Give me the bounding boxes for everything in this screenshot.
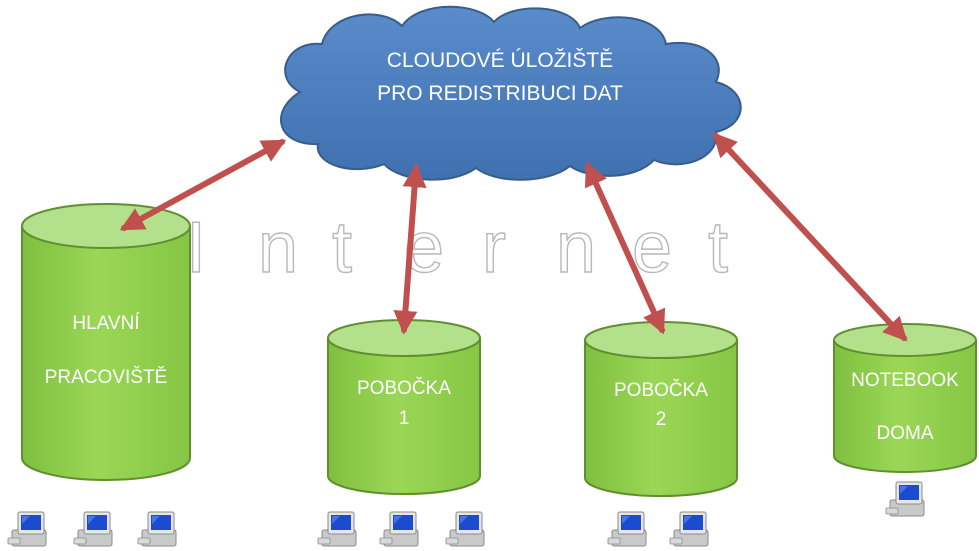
arrow-cloud-branch2 [584, 161, 666, 335]
branch2-label-line1: POBOČKA [614, 380, 708, 401]
computer-icon [379, 511, 419, 547]
cylinder-branch2 [584, 321, 738, 497]
cloud-label-line1: CLOUDOVÉ ÚLOŽIŠTĚ [386, 49, 614, 72]
watermark-letter: t [332, 208, 352, 288]
cylinder-main [21, 203, 191, 481]
cylinder-branch1 [327, 319, 481, 495]
main-label-line1: HLAVNÍ [72, 313, 140, 334]
notebook-label-line1: NOTEBOOK [851, 370, 959, 391]
watermark-letter: n [556, 208, 596, 288]
cloud-shape [280, 5, 742, 181]
computer-icon [607, 511, 647, 547]
computer-icon [317, 511, 357, 547]
cloud-label-line2: PRO REDISTRIBUCI DAT [377, 82, 623, 105]
arrow-cloud-notebook [712, 132, 908, 342]
watermark-letter: t [708, 208, 728, 288]
watermark-letter: n [258, 208, 298, 288]
main-label-line2: PRACOVIŠTĚ [44, 367, 168, 388]
connection-arrows [119, 132, 908, 342]
computer-icon [445, 511, 485, 547]
arrow-cloud-branch1 [393, 163, 427, 335]
branch1-label-line2: 1 [398, 408, 410, 429]
computer-icon [137, 511, 177, 547]
computer-icon [885, 481, 925, 517]
notebook-label-line2: DOMA [876, 423, 934, 444]
watermark-letter: r [482, 208, 506, 288]
cloud-storage [280, 5, 742, 181]
arrow-cloud-main [119, 139, 287, 231]
computer-icon [7, 511, 47, 547]
branch2-label-line2: 2 [655, 409, 667, 430]
computer-icon [73, 511, 113, 547]
computer-icons [7, 481, 925, 547]
computer-icon [669, 511, 709, 547]
branch1-label-line1: POBOČKA [357, 378, 451, 399]
cylinder-notebook [833, 323, 977, 473]
